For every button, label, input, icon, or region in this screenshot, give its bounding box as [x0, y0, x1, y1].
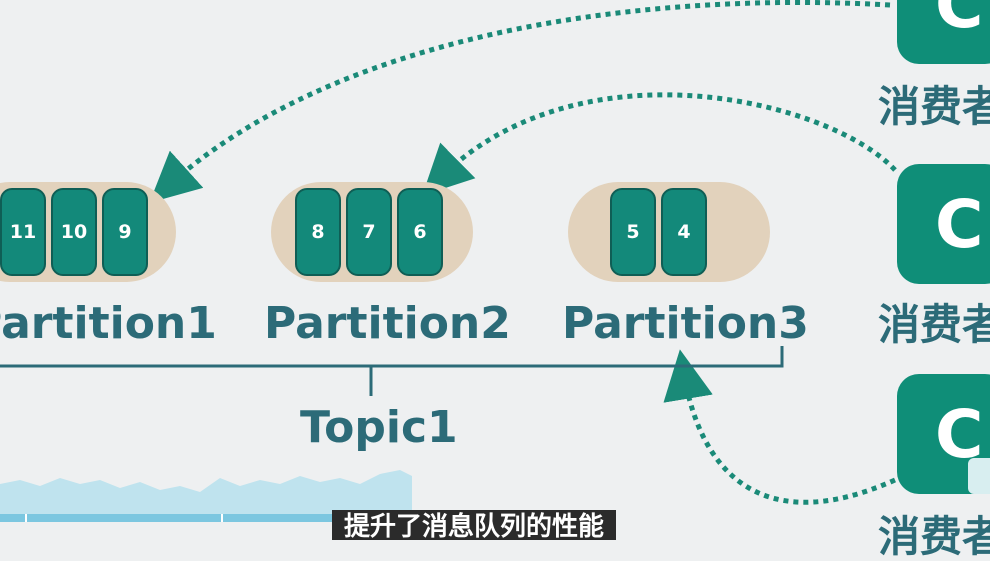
consumer-3-overlay: [968, 458, 990, 494]
waveform-decoration: [0, 470, 412, 522]
topic-bracket: [0, 346, 784, 396]
arrow-consumer1-to-partition1: [149, 0, 891, 203]
video-subtitle: 提升了消息队列的性能: [332, 510, 617, 540]
topic-label: Topic1: [300, 402, 458, 453]
message-block: 7: [346, 188, 392, 276]
consumer-letter: C: [935, 0, 984, 43]
arrow-consumer2-to-partition2: [422, 92, 897, 196]
partition2-label: Partition2: [264, 298, 511, 349]
consumer-1-label: 消费者: [878, 82, 990, 131]
consumer-3-label: 消费者: [878, 512, 990, 561]
message-block: 6: [397, 188, 443, 276]
diagram-connectors: [0, 0, 897, 505]
message-block: 8: [295, 188, 341, 276]
message-block: 11: [0, 188, 46, 276]
partition1-label: Partition1: [0, 298, 217, 349]
partition3-label: Partition3: [562, 298, 809, 349]
consumer-2-label: 消费者: [878, 300, 990, 349]
message-block: 10: [51, 188, 97, 276]
consumer-1-box: C: [897, 0, 990, 64]
message-block: 4: [661, 188, 707, 276]
message-block: 5: [610, 188, 656, 276]
message-block: 9: [102, 188, 148, 276]
arrow-consumer3-to-partition3: [663, 349, 897, 505]
consumer-letter: C: [935, 185, 984, 263]
consumer-2-box: C: [897, 164, 990, 284]
